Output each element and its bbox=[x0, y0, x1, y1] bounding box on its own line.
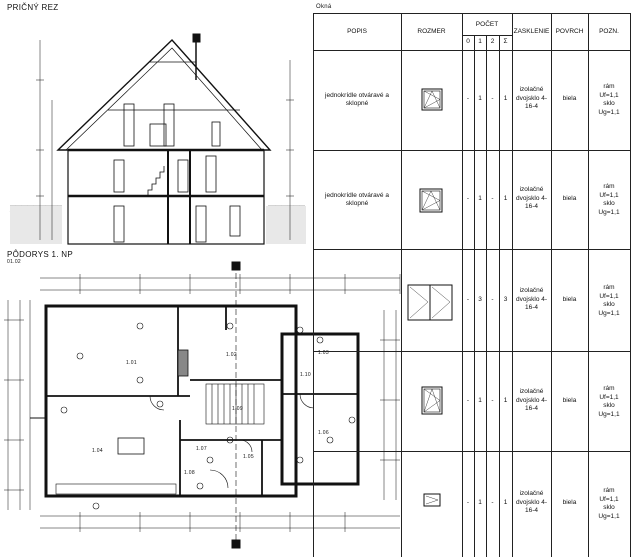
plan-stairs bbox=[205, 383, 265, 425]
cell-pozn: rám Uf=1,1 sklo Ug=1,1 bbox=[598, 284, 620, 317]
cell-povrch: biela bbox=[562, 295, 577, 303]
cell-zasklenie: izolačné dvojsklo 4-16-4 bbox=[515, 186, 548, 211]
window-single-icon bbox=[419, 188, 443, 213]
header-pocet: POČET bbox=[475, 20, 499, 28]
cell-count-1: 1 bbox=[478, 94, 482, 102]
cell-count-1: 1 bbox=[478, 396, 482, 404]
header-povrch: POVRCH bbox=[555, 27, 584, 35]
cell-count-2: - bbox=[491, 194, 494, 202]
header-pocet-2: 2 bbox=[490, 38, 495, 46]
room-label: 1.02 bbox=[226, 352, 237, 358]
cell-count-0: - bbox=[466, 295, 470, 303]
cell-povrch: biela bbox=[562, 194, 577, 202]
outer-wall bbox=[44, 304, 298, 498]
cell-count-0: - bbox=[466, 194, 470, 202]
window-small-icon bbox=[423, 493, 441, 507]
cell-count-2: - bbox=[491, 498, 494, 506]
cell-count-2: - bbox=[491, 295, 494, 303]
cell-count-sum: 3 bbox=[503, 295, 508, 303]
room-label: 1.03 bbox=[318, 350, 329, 356]
room-label: 1.08 bbox=[184, 470, 195, 476]
header-pocet-1: 1 bbox=[478, 38, 482, 46]
window-schedule-table: POPIS ROZMER POČET 0 1 2 Σ ZASKLENIE POV… bbox=[313, 13, 631, 557]
floor-plan bbox=[4, 261, 401, 549]
room-label: 1.10 bbox=[300, 372, 311, 378]
cell-pozn: rám Uf=1,1 sklo Ug=1,1 bbox=[598, 487, 620, 520]
cell-count-sum: 1 bbox=[503, 396, 508, 404]
header-pozn: POZN. bbox=[599, 27, 619, 35]
cell-pozn: rám Uf=1,1 sklo Ug=1,1 bbox=[598, 385, 620, 418]
cell-pozn: rám Uf=1,1 sklo Ug=1,1 bbox=[598, 83, 620, 116]
cross-section bbox=[9, 33, 306, 245]
cell-count-2: - bbox=[491, 396, 494, 404]
cell-povrch: biela bbox=[562, 94, 577, 102]
header-popis: POPIS bbox=[347, 27, 367, 35]
cell-povrch: biela bbox=[562, 498, 577, 506]
header-zasklenie: ZASKLENIE bbox=[513, 27, 550, 35]
cell-count-1: 1 bbox=[478, 194, 482, 202]
window-single-icon bbox=[421, 386, 443, 415]
ground-hatch bbox=[9, 205, 306, 244]
cell-count-sum: 1 bbox=[503, 94, 508, 102]
room-label: 1.07 bbox=[196, 446, 207, 452]
floorplan-title: PÔDORYS 1. NP bbox=[7, 250, 73, 259]
cell-povrch: biela bbox=[562, 396, 577, 404]
table-caption: Okná bbox=[316, 4, 332, 10]
room-label: 1.05 bbox=[243, 454, 254, 460]
cell-count-0: - bbox=[466, 498, 470, 506]
header-pocet-0: 0 bbox=[466, 38, 470, 46]
header-rozmer: ROZMER bbox=[417, 27, 446, 35]
cell-zasklenie: izolačné dvojsklo 4-16-4 bbox=[515, 287, 548, 312]
window-double-icon bbox=[407, 284, 453, 321]
cell-popis: jednokrídle otváravé a sklopné bbox=[325, 191, 389, 208]
window-single-icon bbox=[421, 88, 443, 111]
cell-pozn: rám Uf=1,1 sklo Ug=1,1 bbox=[598, 183, 620, 216]
section-title: PRIČNÝ REZ bbox=[7, 3, 59, 12]
cell-count-0: - bbox=[466, 396, 470, 404]
door-swings bbox=[149, 393, 315, 489]
header-pocet-sum: Σ bbox=[503, 38, 508, 46]
room-label: 1.06 bbox=[318, 430, 329, 436]
cell-zasklenie: izolačné dvojsklo 4-16-4 bbox=[515, 388, 548, 413]
cell-popis: jednokrídle otváravé a sklopné bbox=[325, 91, 389, 108]
cell-count-1: 3 bbox=[478, 295, 482, 303]
room-label: 1.01 bbox=[126, 360, 137, 366]
cell-zasklenie: izolačné dvojsklo 4-16-4 bbox=[515, 490, 548, 515]
cell-count-1: 1 bbox=[478, 498, 482, 506]
stairs bbox=[147, 166, 165, 196]
interior-walls bbox=[46, 306, 358, 496]
cell-count-2: - bbox=[491, 94, 494, 102]
floorplan-subtitle: 01.02 bbox=[7, 259, 22, 265]
room-label: 1.09 bbox=[232, 406, 243, 412]
cell-count-sum: 1 bbox=[503, 498, 508, 506]
cell-count-0: - bbox=[466, 94, 470, 102]
element-tags bbox=[60, 322, 356, 510]
cell-zasklenie: izolačné dvojsklo 4-16-4 bbox=[515, 86, 548, 111]
cell-count-sum: 1 bbox=[503, 194, 508, 202]
dimension-lines bbox=[4, 274, 401, 532]
room-label: 1.04 bbox=[92, 448, 103, 454]
